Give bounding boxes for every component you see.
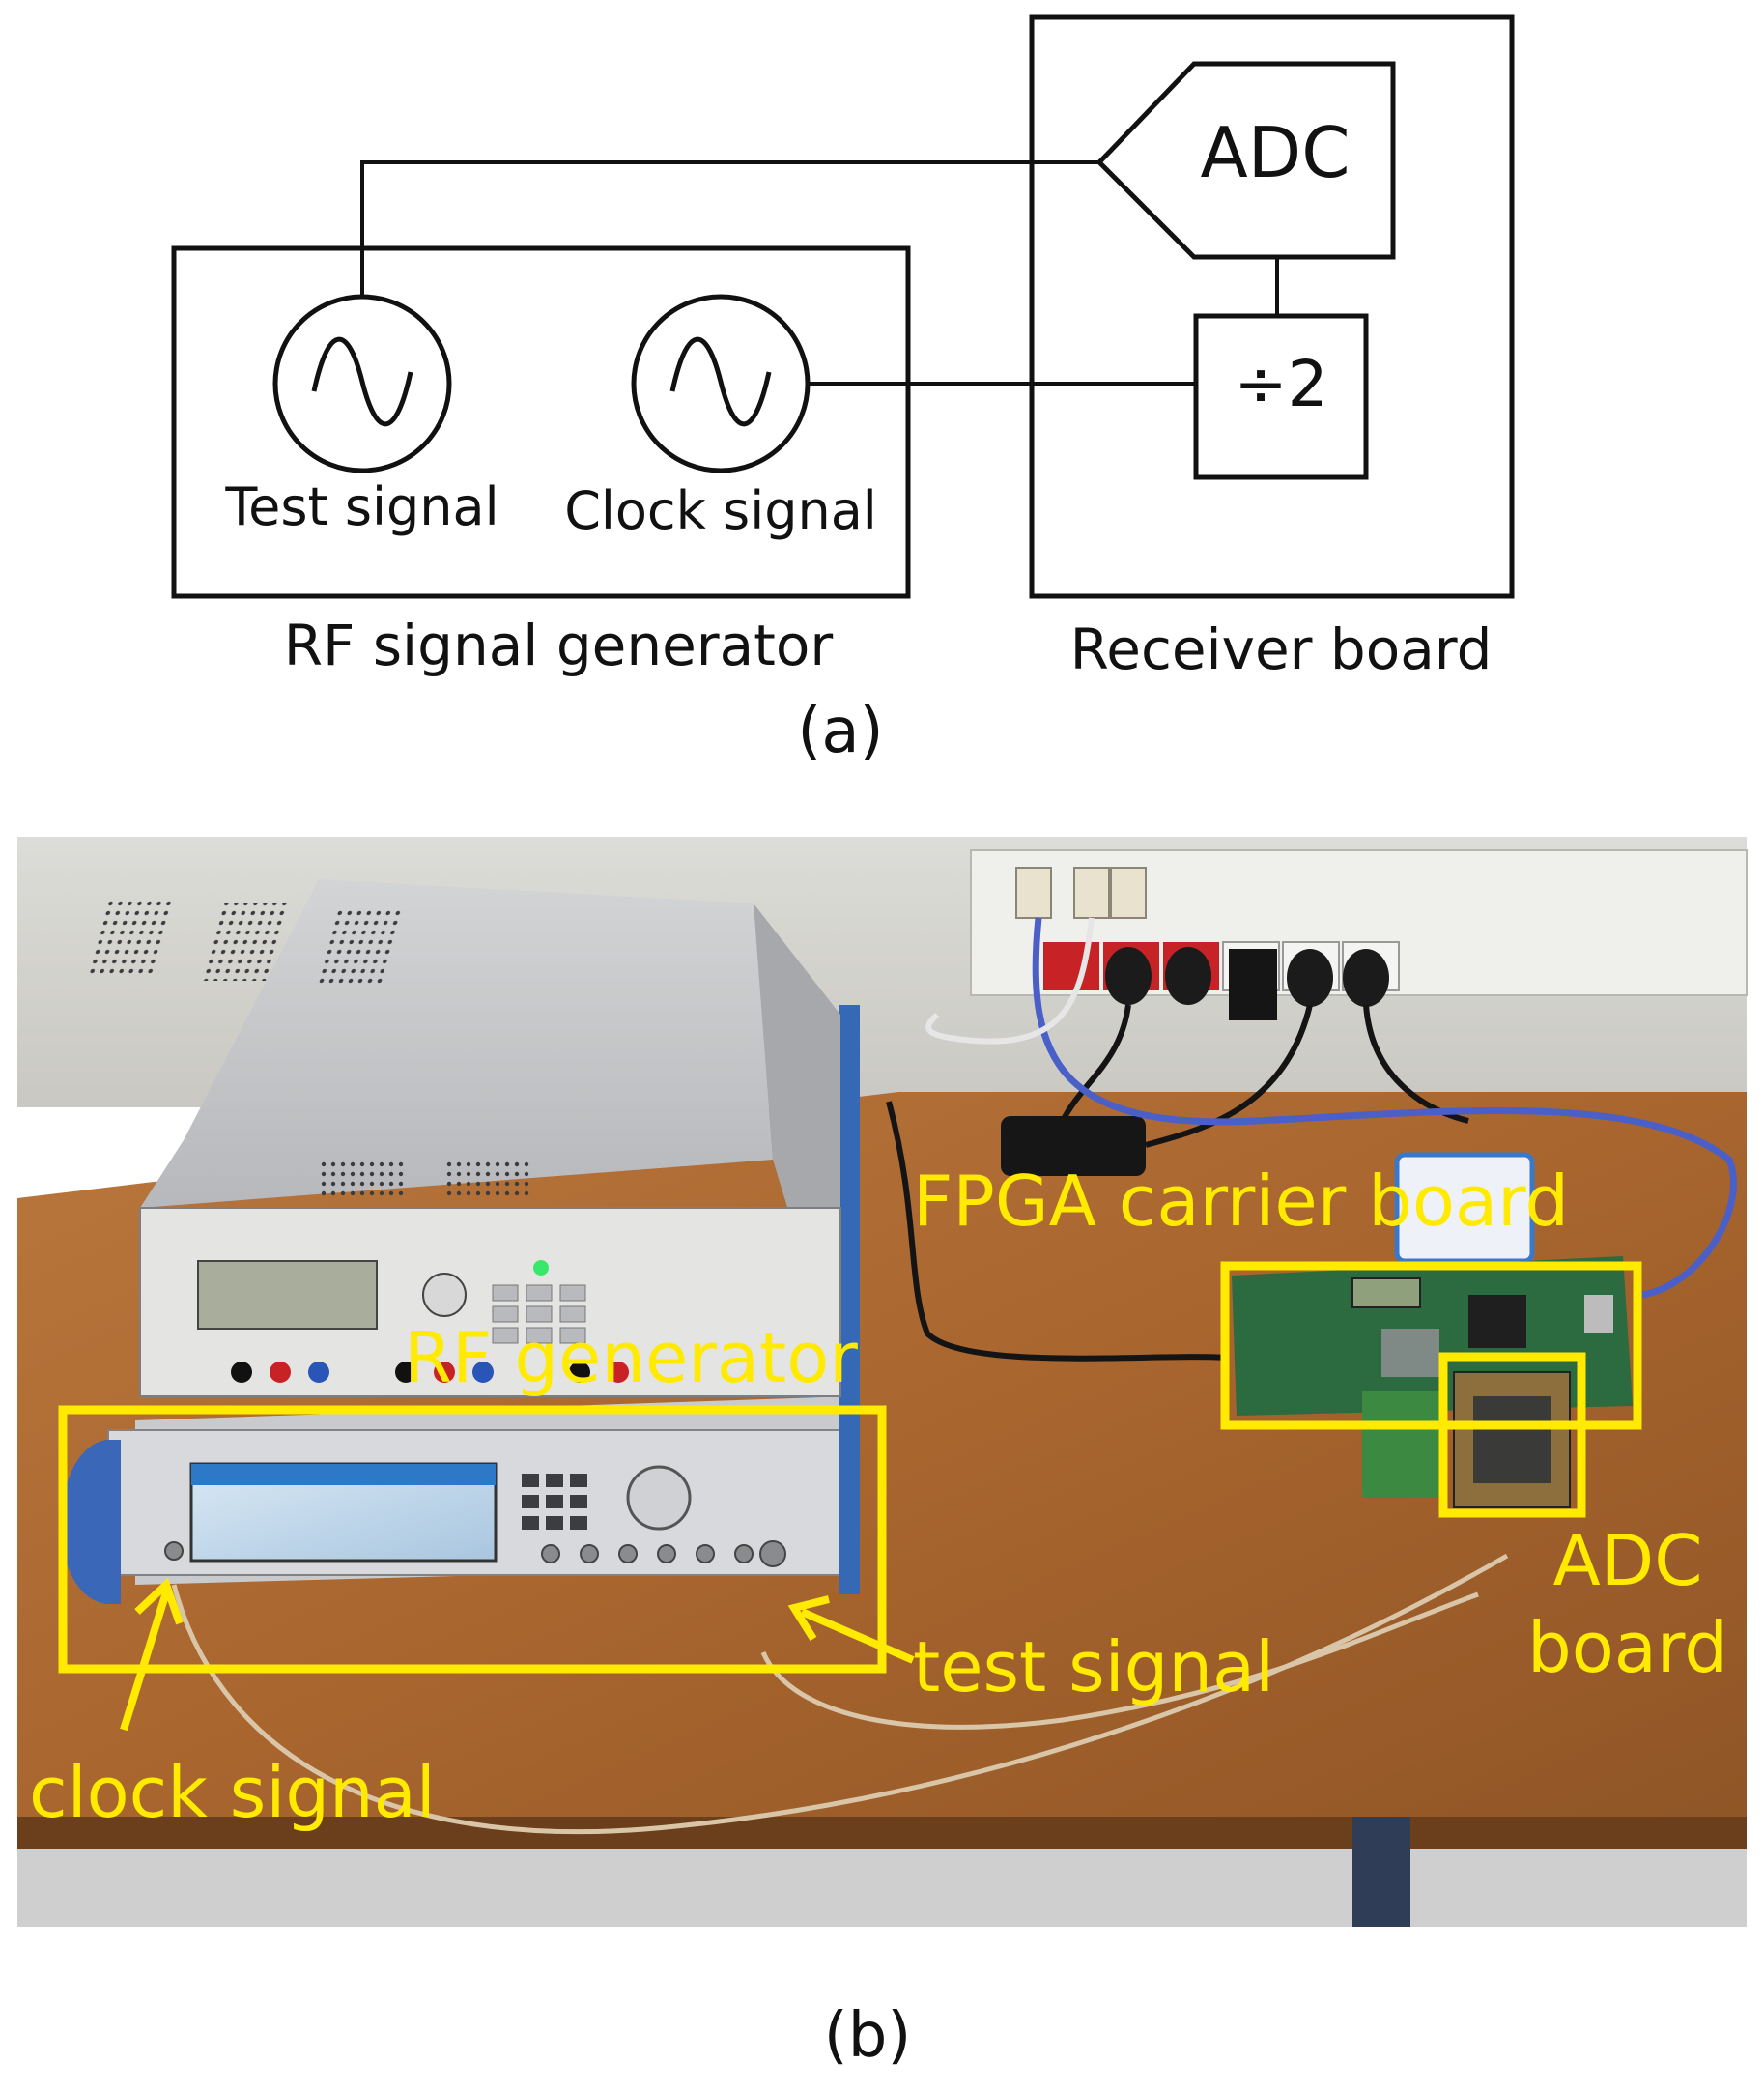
adc-board-label-line1: ADC — [1553, 1520, 1703, 1601]
blue-handle — [61, 1440, 121, 1604]
panel-a-caption: (a) — [797, 696, 883, 767]
black-cable — [1145, 1004, 1313, 1148]
laptop-power-brick — [1001, 1116, 1146, 1176]
power-adapter — [1229, 949, 1277, 1020]
clock-signal-source — [631, 294, 811, 473]
generator-keypad — [522, 1474, 587, 1530]
vent-grille — [319, 1160, 406, 1198]
generator-rotary-knob — [626, 1465, 692, 1531]
clock-signal-photo-label: clock signal — [29, 1752, 436, 1833]
black-cable — [1060, 1004, 1131, 1123]
plug — [1343, 949, 1389, 1007]
receiver-board-label: Receiver board — [1070, 616, 1493, 682]
adc-block — [1095, 61, 1396, 260]
divider-label: ÷2 — [1234, 347, 1327, 421]
power-socket-red — [1043, 942, 1099, 990]
rf-generator-highlight — [58, 1405, 887, 1674]
plug — [1287, 949, 1333, 1007]
blue-side-rail — [839, 1005, 860, 1594]
coax-cable-test — [760, 1591, 1479, 1730]
rf-generator-instrument — [61, 879, 860, 1604]
table-edge — [17, 1817, 1747, 1849]
generator-connectors — [164, 1540, 786, 1567]
vent-grille — [201, 903, 290, 981]
test-signal-arrow — [787, 1595, 915, 1664]
vent-grille — [86, 899, 175, 976]
rf-generator-box — [171, 245, 911, 599]
power-led — [533, 1260, 549, 1276]
test-signal-photo-label: test signal — [913, 1626, 1274, 1707]
white-cable — [925, 917, 1095, 1045]
floor — [17, 1849, 1747, 1927]
test-signal-label: Test signal — [224, 476, 498, 537]
rf-generator-photo-label: RF generator — [404, 1317, 858, 1398]
panel-b-caption: (b) — [824, 2000, 912, 2072]
network-socket — [1015, 867, 1052, 919]
usb-interface-box — [1394, 1152, 1535, 1264]
network-socket — [1110, 867, 1147, 919]
psu-knob — [422, 1273, 467, 1317]
psu-top-surface — [140, 879, 773, 1208]
panel-a-diagram: ADC ÷2 Test signal Clock signal RF signa… — [171, 14, 1515, 767]
clock-signal-label: Clock signal — [564, 480, 877, 541]
black-cable — [1363, 1004, 1469, 1124]
blue-network-cable — [1032, 917, 1737, 1299]
table-leg — [1352, 1817, 1410, 1927]
adc-board-hw — [1362, 1371, 1571, 1508]
adc-board-label-line2: board — [1527, 1607, 1728, 1688]
vent-grille — [315, 908, 405, 986]
power-supply-instrument — [86, 879, 841, 1397]
psu-keypad — [492, 1284, 586, 1344]
test-signal-source — [272, 294, 452, 473]
clock-signal-arrow — [120, 1577, 184, 1732]
panel-b-photo: FPGA carrier board RF generator ADC boar… — [17, 837, 1748, 1927]
plug — [1105, 947, 1152, 1005]
receiver-board-box — [1029, 14, 1515, 599]
divider-block — [1193, 313, 1369, 480]
adc-label: ADC — [1201, 112, 1351, 193]
adc-board-highlight — [1438, 1352, 1586, 1518]
black-cable — [886, 1101, 1228, 1362]
test-signal-wire — [360, 160, 1099, 297]
sine-wave-icon — [311, 336, 413, 427]
sine-wave-icon — [669, 336, 772, 427]
fpga-carrier-board-highlight — [1220, 1261, 1642, 1430]
psu-terminals — [231, 1362, 629, 1383]
network-socket — [1073, 867, 1110, 919]
psu-display — [197, 1260, 378, 1330]
fpga-carrier-board-label: FPGA carrier board — [913, 1161, 1569, 1242]
plug — [1165, 947, 1211, 1005]
vent-grille — [444, 1160, 531, 1198]
rf-generator-label: RF signal generator — [284, 613, 834, 678]
